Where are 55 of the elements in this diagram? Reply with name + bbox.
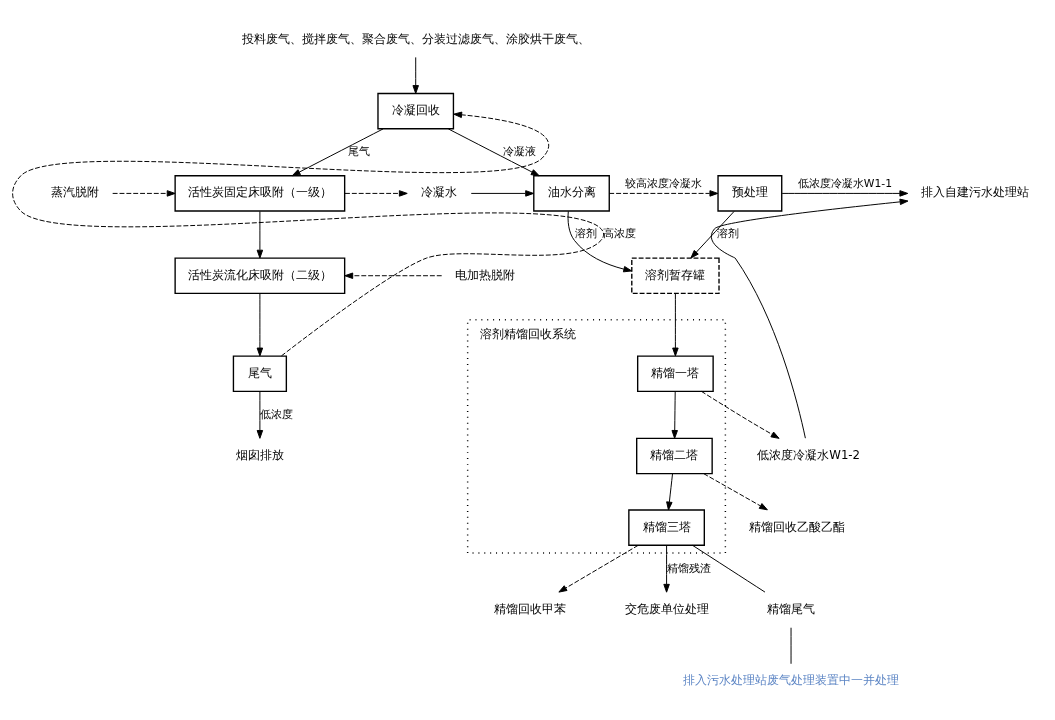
node-box: 冷凝回收 (377, 92, 455, 129)
node-text: 投料废气、搅拌废气、聚合废气、分装过滤废气、涂胶烘干废气、 (241, 31, 590, 46)
node-text: 烟囱排放 (235, 447, 284, 462)
arrow (447, 127, 540, 176)
node-box: 活性炭固定床吸附（一级） (174, 174, 346, 212)
arrow (671, 390, 678, 439)
node-text: 排入污水处理站废气处理装置中一并处理 (683, 672, 900, 687)
node-text: 低浓度冷凝水W1-2 (757, 447, 861, 462)
node-box: 精馏二塔 (636, 437, 713, 474)
arrow (470, 189, 535, 197)
node-text: 精馏回收甲苯 (494, 601, 567, 616)
arrow (567, 210, 633, 272)
arrow (672, 292, 679, 356)
edge-label: 较高浓度冷凝水 (625, 176, 703, 190)
arrow (256, 390, 264, 439)
edge-label: 尾气 (348, 144, 371, 158)
node-box: 油水分离 (533, 174, 610, 212)
node-box: 尾气 (232, 354, 288, 392)
node-box: 预处理 (717, 174, 783, 212)
arrow (666, 472, 673, 510)
node-text: 交危废单位处理 (624, 601, 709, 616)
arrow (710, 198, 909, 439)
arrow (663, 544, 670, 593)
node-box: 精馏三塔 (628, 508, 705, 546)
node-box: 精馏一塔 (637, 354, 714, 392)
edge-label: 高浓度 (603, 226, 637, 240)
edge-label: 溶剂 (574, 226, 597, 240)
arrow (344, 189, 408, 197)
node-text: 蒸汽脱附 (50, 184, 99, 199)
arrow (412, 56, 419, 94)
arrow (781, 189, 909, 197)
arrow (700, 390, 780, 439)
arrow (112, 189, 176, 197)
node-box: 活性炭流化床吸附（二级） (174, 256, 346, 294)
edge-label: 低浓度冷凝水W1-1 (797, 176, 893, 190)
node-text: 排入自建污水处理站 (921, 184, 1030, 199)
connector (692, 544, 766, 593)
arrow (256, 292, 264, 356)
arrow (690, 210, 735, 258)
arrow (608, 189, 719, 197)
edge-label: 溶剂 (716, 226, 739, 240)
edge-label: 冷凝液 (503, 144, 537, 158)
arrow (291, 127, 384, 176)
arrow (256, 210, 264, 258)
arrow (344, 272, 443, 279)
arrow (703, 472, 768, 510)
arrow (12, 111, 605, 356)
node-text: 冷凝水 (421, 184, 458, 199)
node-text: 精馏回收乙酸乙酯 (748, 519, 845, 534)
node-text: 电加热脱附 (455, 267, 516, 282)
arrow (558, 544, 639, 593)
edge-label: 精馏残渣 (667, 560, 712, 574)
edge-label: 低浓度 (260, 407, 294, 421)
node-box: 溶剂暂存罐 (631, 256, 720, 294)
node-text: 精馏尾气 (767, 601, 816, 616)
